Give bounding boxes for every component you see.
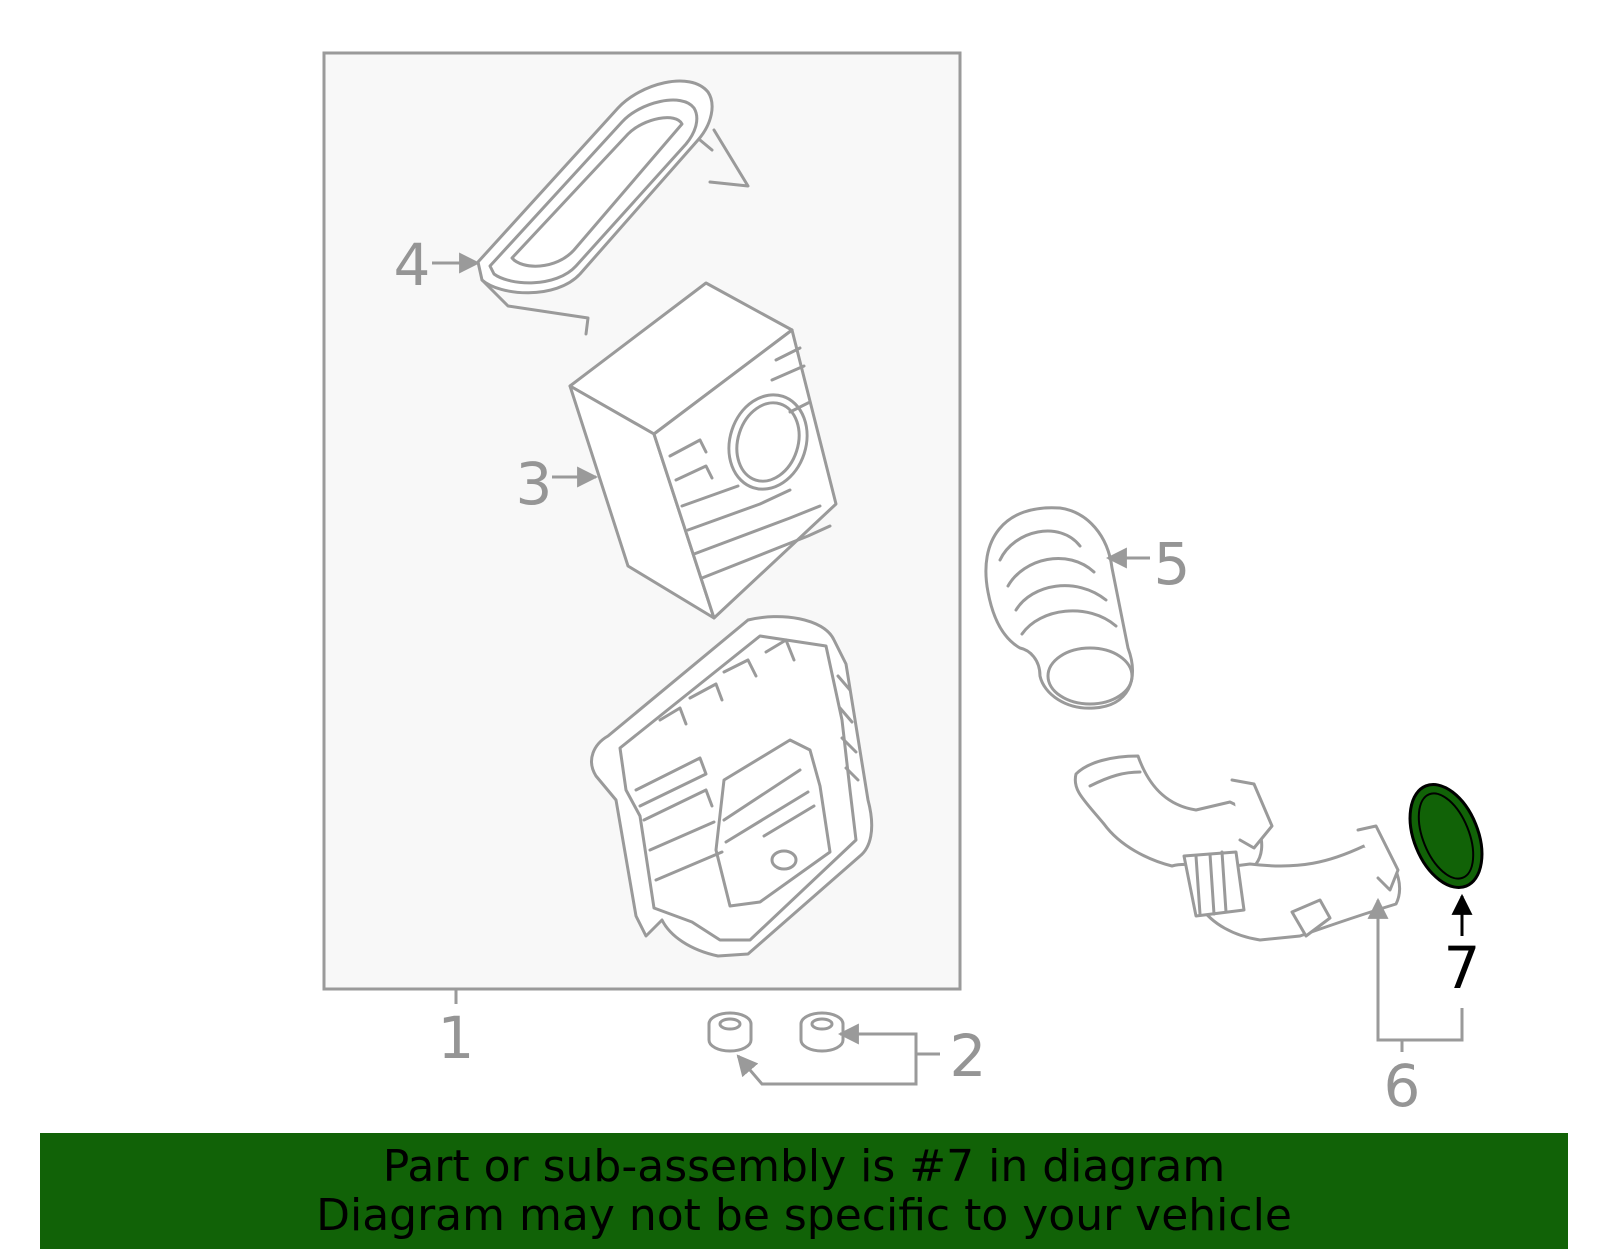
callout-4: 4 bbox=[394, 231, 431, 299]
leader-lines bbox=[432, 252, 1473, 1086]
banner-line-2: Diagram may not be specific to your vehi… bbox=[316, 1190, 1292, 1241]
callout-7-highlighted: 7 bbox=[1444, 934, 1481, 1002]
callout-5: 5 bbox=[1154, 530, 1191, 598]
part-1-housing-drawing bbox=[590, 615, 874, 958]
part-2-drawing bbox=[707, 1011, 845, 1053]
callout-6: 6 bbox=[1384, 1052, 1421, 1120]
banner-line-1: Part or sub-assembly is #7 in diagram bbox=[382, 1141, 1226, 1192]
part-3-drawing bbox=[568, 281, 838, 620]
callout-3: 3 bbox=[516, 450, 553, 518]
part-6-drawing bbox=[1073, 754, 1401, 942]
part-7-gasket bbox=[1408, 783, 1484, 889]
part-4-drawing bbox=[476, 79, 750, 336]
callout-2: 2 bbox=[950, 1022, 987, 1090]
part-5-drawing bbox=[984, 506, 1134, 710]
info-banner: Part or sub-assembly is #7 in diagram Di… bbox=[40, 1133, 1568, 1249]
callout-1: 1 bbox=[438, 1004, 475, 1072]
